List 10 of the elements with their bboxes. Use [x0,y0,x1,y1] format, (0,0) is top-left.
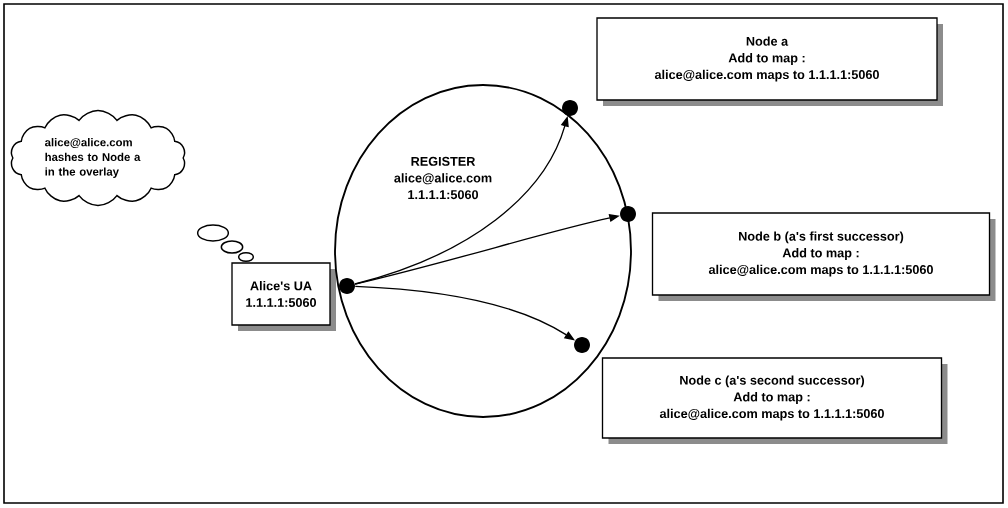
message-text: REGISTER alice@alice.com 1.1.1.1:5060 [394,156,492,200]
node-dot [562,100,578,116]
node-dot [574,337,590,353]
arrow [354,285,575,341]
text-box: Node b (a's first successor) Add to map : alice@alice.com maps to 1.1.1.1:5060 [651,212,996,301]
thought-cloud: alice@alice.com hashes to Node a in the overlay [10,109,255,262]
text-box: Node a Add to map : alice@alice.com maps to 1.1.1.1:5060 [596,17,943,106]
node-dot [339,278,355,294]
text-box: Node c (a's second successor) Add to map : alice@alice.com maps to 1.1.1.1:5060 [601,357,948,444]
text-box: Alice's UA 1.1.1.1:5060 [231,262,336,331]
